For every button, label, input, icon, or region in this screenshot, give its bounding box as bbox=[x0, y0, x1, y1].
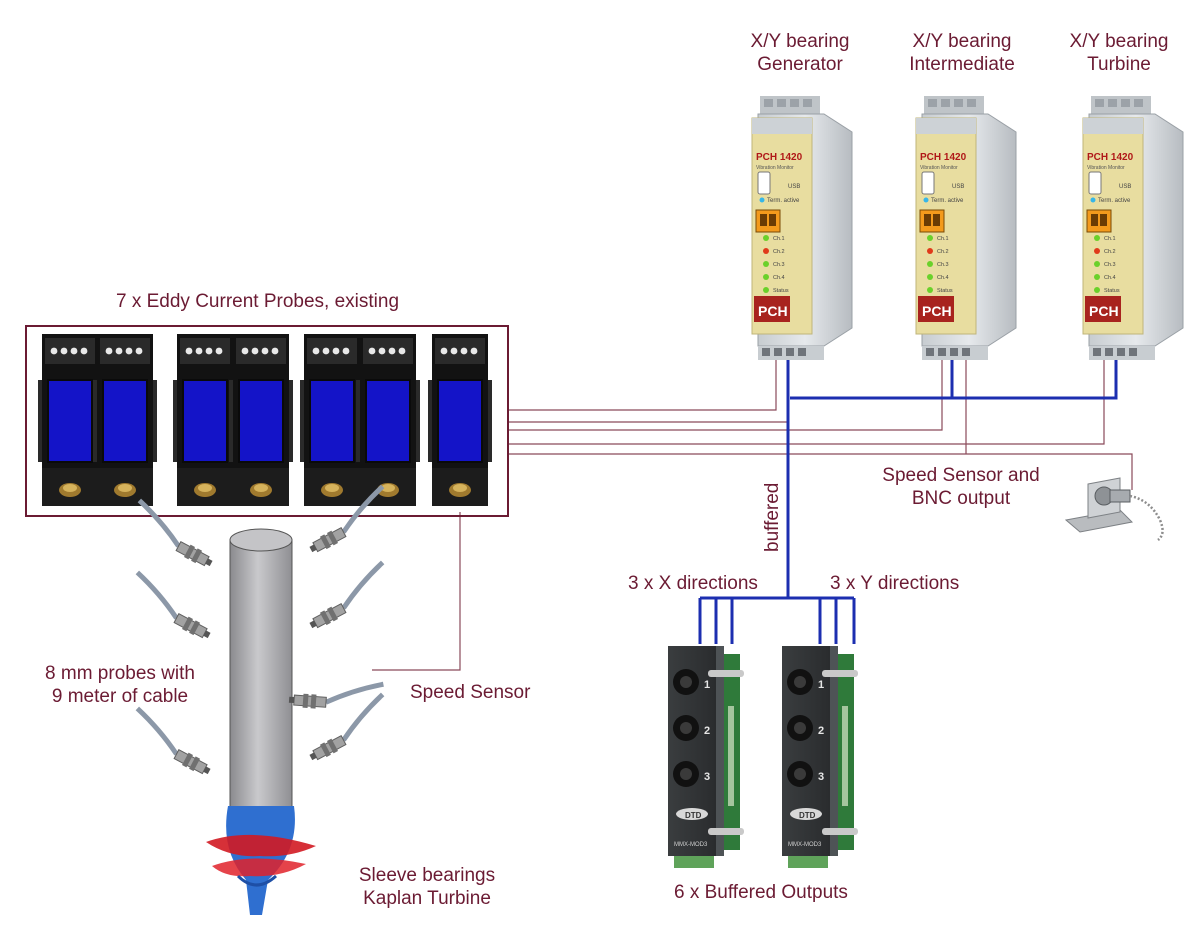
svg-text:DTD: DTD bbox=[685, 811, 702, 820]
eddy-driver-7 bbox=[427, 333, 493, 507]
svg-text:PCH 1420: PCH 1420 bbox=[756, 152, 803, 163]
svg-text:Ch.3: Ch.3 bbox=[937, 262, 949, 268]
svg-text:Status: Status bbox=[773, 288, 789, 294]
svg-text:USB: USB bbox=[788, 184, 800, 190]
svg-text:MMX-MOD3: MMX-MOD3 bbox=[674, 842, 708, 848]
svg-text:3: 3 bbox=[818, 771, 824, 783]
svg-text:Ch.3: Ch.3 bbox=[773, 262, 785, 268]
svg-text:1: 1 bbox=[704, 679, 710, 691]
probe-3 bbox=[124, 708, 220, 777]
svg-text:USB: USB bbox=[952, 184, 964, 190]
svg-text:PCH 1420: PCH 1420 bbox=[920, 152, 967, 163]
monitor-turbine: PCH 1420 Vibration Monitor USB Term. act… bbox=[1082, 95, 1184, 361]
eddy-driver-1 bbox=[37, 333, 103, 507]
svg-text:Vibration Monitor: Vibration Monitor bbox=[920, 165, 958, 171]
bnc-connector bbox=[1064, 477, 1164, 541]
svg-text:Term. active: Term. active bbox=[931, 198, 964, 204]
svg-text:1: 1 bbox=[818, 679, 824, 691]
eddy-driver-5 bbox=[299, 333, 365, 507]
label-eddy-probes: 7 x Eddy Current Probes, existing bbox=[116, 291, 400, 312]
svg-text:Ch.1: Ch.1 bbox=[1104, 236, 1116, 242]
svg-text:PCH: PCH bbox=[758, 303, 788, 319]
svg-text:Ch.1: Ch.1 bbox=[937, 236, 949, 242]
buffered-module-1: 1 2 3 DTD MMX-MOD3 bbox=[668, 646, 744, 868]
svg-text:Ch.3: Ch.3 bbox=[1104, 262, 1116, 268]
svg-text:Vibration Monitor: Vibration Monitor bbox=[756, 165, 794, 171]
buffered-label: buffered bbox=[762, 483, 783, 552]
svg-text:Ch.4: Ch.4 bbox=[1104, 275, 1116, 281]
eddy-probe-enclosure bbox=[25, 325, 509, 517]
svg-text:Vibration Monitor: Vibration Monitor bbox=[1087, 165, 1125, 171]
svg-text:Term. active: Term. active bbox=[767, 198, 800, 204]
kaplan-runner bbox=[206, 806, 316, 915]
svg-text:Term. active: Term. active bbox=[1098, 198, 1131, 204]
buffered-bus bbox=[698, 358, 1118, 644]
probe-1 bbox=[126, 500, 222, 569]
eddy-driver-3 bbox=[172, 333, 238, 507]
svg-text:PCH: PCH bbox=[922, 303, 952, 319]
monitor-intermediate: PCH 1420 Vibration Monitor USB Term. act… bbox=[915, 95, 1017, 361]
eddy-driver-6 bbox=[355, 333, 421, 507]
eddy-driver-4 bbox=[228, 333, 294, 507]
monitor-generator: PCH 1420 Vibration Monitor USB Term. act… bbox=[751, 95, 853, 361]
svg-text:Ch.4: Ch.4 bbox=[937, 275, 949, 281]
svg-text:Ch.2: Ch.2 bbox=[773, 249, 785, 255]
turbine-shaft bbox=[229, 528, 293, 811]
svg-text:Ch.4: Ch.4 bbox=[773, 275, 785, 281]
svg-text:2: 2 bbox=[818, 725, 824, 737]
signal-wires bbox=[372, 358, 1133, 671]
svg-text:MMX-MOD3: MMX-MOD3 bbox=[788, 842, 822, 848]
svg-text:DTD: DTD bbox=[799, 811, 816, 820]
svg-text:2: 2 bbox=[704, 725, 710, 737]
probe-5 bbox=[301, 562, 397, 631]
svg-text:Ch.2: Ch.2 bbox=[1104, 249, 1116, 255]
svg-text:3: 3 bbox=[704, 771, 710, 783]
buffered-module-2: 1 2 3 DTD MMX-MOD3 bbox=[782, 646, 858, 868]
label-y-directions: 3 x Y directions bbox=[830, 573, 960, 594]
label-buffered-outputs: 6 x Buffered Outputs bbox=[674, 882, 848, 903]
label-x-directions: 3 x X directions bbox=[628, 573, 758, 594]
svg-text:PCH 1420: PCH 1420 bbox=[1087, 152, 1134, 163]
eddy-driver-2 bbox=[92, 333, 158, 507]
svg-text:USB: USB bbox=[1119, 184, 1131, 190]
label-speed-sensor: Speed Sensor bbox=[410, 682, 531, 703]
svg-text:Status: Status bbox=[937, 288, 953, 294]
probe-2 bbox=[124, 572, 220, 641]
svg-text:Ch.2: Ch.2 bbox=[937, 249, 949, 255]
svg-text:Ch.1: Ch.1 bbox=[773, 236, 785, 242]
svg-text:PCH: PCH bbox=[1089, 303, 1119, 319]
svg-text:Status: Status bbox=[1104, 288, 1120, 294]
